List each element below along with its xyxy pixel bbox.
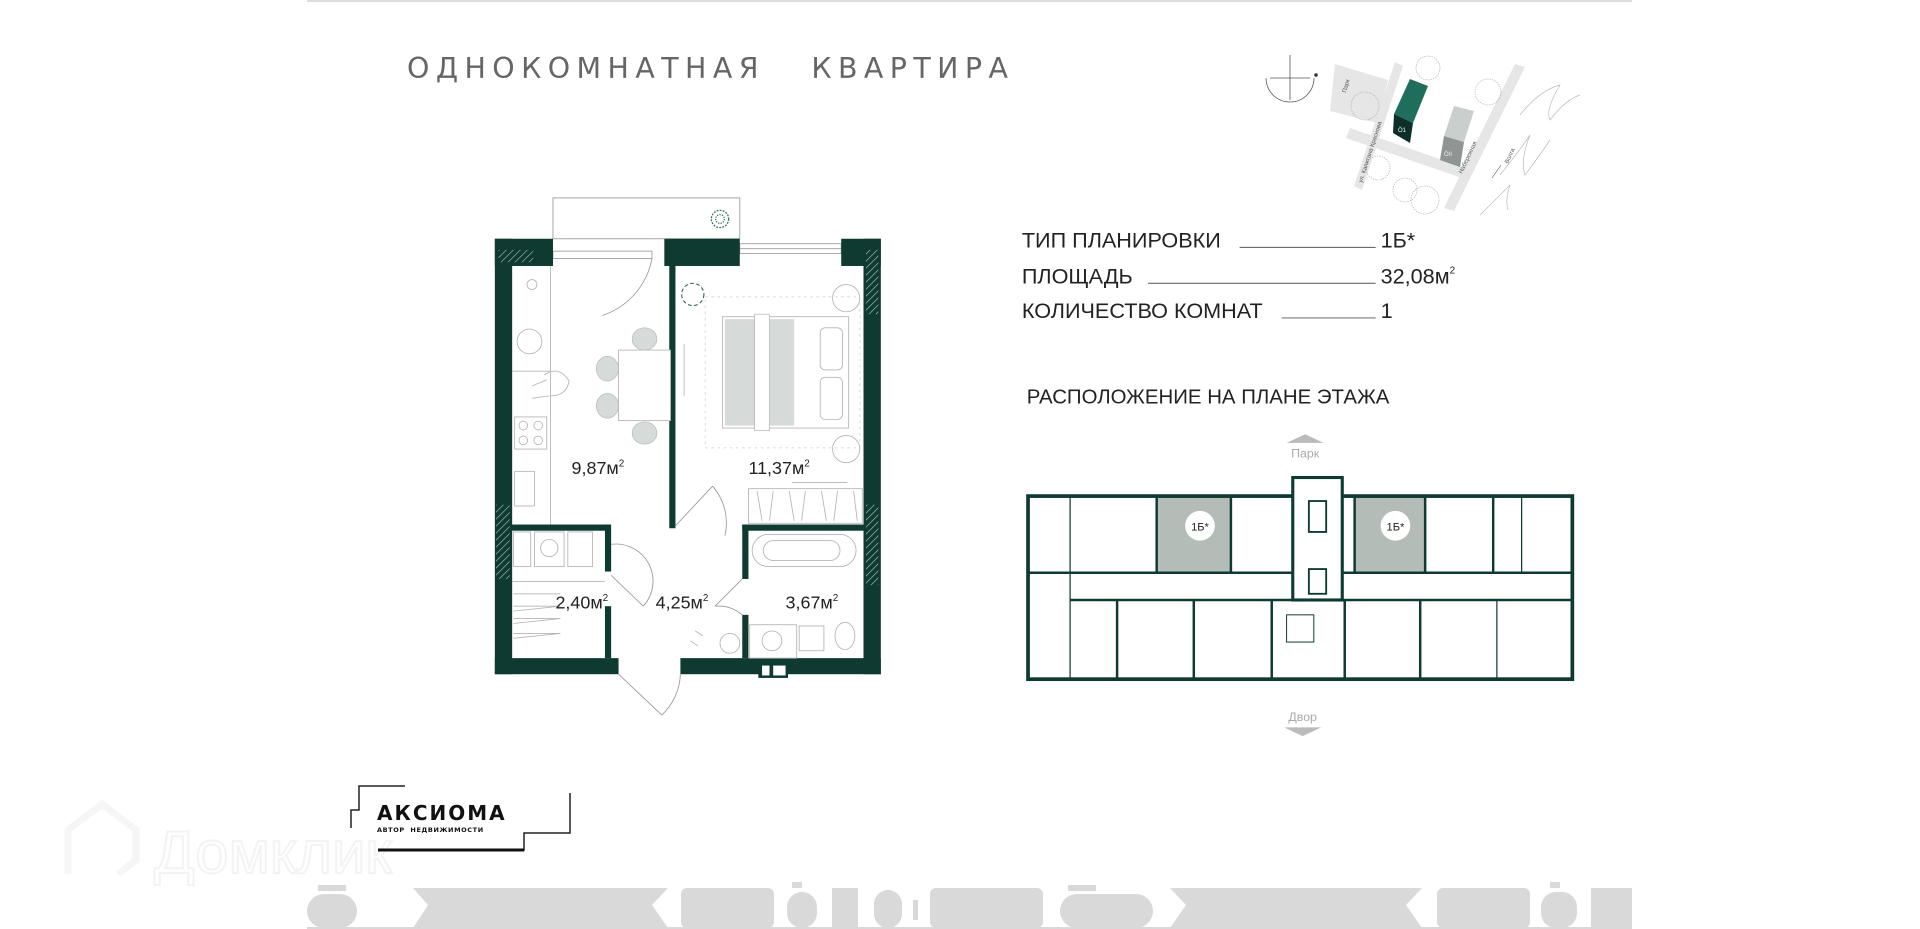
page-title: ОДНОКОМНАТНАЯ КВАРТИРА xyxy=(407,52,1014,85)
park-label: Парк xyxy=(1342,78,1351,93)
unit-label: 1Б* xyxy=(1191,522,1209,534)
svg-text:Ö1: Ö1 xyxy=(1398,127,1407,134)
spec-label: ТИП ПЛАНИРОВКИ xyxy=(1022,227,1221,252)
plant-icon xyxy=(710,209,730,229)
room-area-bedroom: 11,37м2 xyxy=(748,458,809,478)
building-2 xyxy=(1444,106,1474,142)
arrow-up-icon xyxy=(1286,434,1324,443)
stove-icon xyxy=(514,416,548,450)
house-icon xyxy=(64,799,140,877)
arrow-down-icon xyxy=(1284,727,1322,737)
ventilation-hatch xyxy=(496,249,879,586)
unit-label: 1Б* xyxy=(1387,522,1405,534)
domclick-watermark: Домклик xyxy=(64,799,393,887)
bathroom-door xyxy=(714,578,743,616)
dining-table xyxy=(618,349,671,422)
bathtub xyxy=(751,533,857,568)
svg-text:Домклик: Домклик xyxy=(154,819,392,886)
floor-location-plan: Парк xyxy=(1026,434,1575,737)
storage-door xyxy=(610,543,654,607)
room-area-storage: 2,40м2 xyxy=(555,593,608,613)
direction-top: Парк xyxy=(1291,447,1320,461)
spec-value: 32,08м xyxy=(1381,263,1450,288)
apartment-floor-plan: 9,87м2 11,37м2 2,40м2 4,25м2 3,67м2 xyxy=(494,197,881,716)
balcony xyxy=(552,197,741,240)
snowflake-icon xyxy=(526,279,538,290)
floor-location-title: РАСПОЛОЖЕНИЕ НА ПЛАНЕ ЭТАЖА xyxy=(1027,386,1390,408)
spec-list: ТИП ПЛАНИРОВКИ 1Б* ПЛОЩАДЬ 32,08м2 КОЛИЧ… xyxy=(1022,227,1455,323)
bedroom-door xyxy=(675,485,727,536)
washing-machine-icon xyxy=(540,538,559,558)
toilet xyxy=(834,621,856,650)
person-icon xyxy=(531,370,570,399)
room-area-kitchen: 9,87м2 xyxy=(572,458,625,478)
spec-value: 1Б* xyxy=(1381,227,1416,252)
spec-layout-type: ТИП ПЛАНИРОВКИ 1Б* xyxy=(1022,227,1416,252)
street-label: ул. Капитана Краснова xyxy=(1358,121,1384,184)
entrance-door xyxy=(618,673,681,716)
chairs xyxy=(595,327,658,445)
spec-label: КОЛИЧЕСТВО КОМНАТ xyxy=(1022,298,1263,323)
svg-text:ÖII: ÖII xyxy=(1444,151,1452,158)
river-waves xyxy=(1479,84,1581,216)
room-area-bathroom: 3,67м2 xyxy=(786,593,839,613)
spec-area: ПЛОЩАДЬ 32,08м2 xyxy=(1022,263,1455,288)
plant-icon xyxy=(681,282,705,307)
rug xyxy=(704,296,861,449)
decorative-band xyxy=(307,882,1632,929)
spec-value: 1 xyxy=(1381,298,1393,323)
svg-text:АВТОР НЕДВИЖИМОСТИ: АВТОР НЕДВИЖИМОСТИ xyxy=(377,826,484,834)
trees xyxy=(1350,55,1502,215)
building-1 xyxy=(1394,79,1428,123)
balcony-door xyxy=(602,258,653,316)
washing-machine xyxy=(749,624,798,659)
svg-text:32,08м2: 32,08м2 xyxy=(1381,263,1455,288)
svg-text:АКСИОМА: АКСИОМА xyxy=(377,801,507,825)
spec-room-count: КОЛИЧЕСТВО КОМНАТ 1 xyxy=(1022,298,1393,323)
floor-walls xyxy=(1026,475,1575,682)
slippers xyxy=(690,630,703,647)
compass-icon xyxy=(1265,55,1318,103)
direction-bottom: Двор xyxy=(1288,710,1317,724)
room-area-hallway: 4,25м2 xyxy=(656,593,709,613)
washbasin xyxy=(798,625,825,652)
aksioma-logo: АКСИОМА АВТОР НЕДВИЖИМОСТИ xyxy=(350,785,571,852)
spec-label: ПЛОЩАДЬ xyxy=(1022,263,1133,288)
wardrobe xyxy=(748,488,863,524)
site-map: Ö1 ÖII Парк ул. Капитана Краснова Набере… xyxy=(1265,55,1581,216)
sink-icon xyxy=(516,328,543,355)
